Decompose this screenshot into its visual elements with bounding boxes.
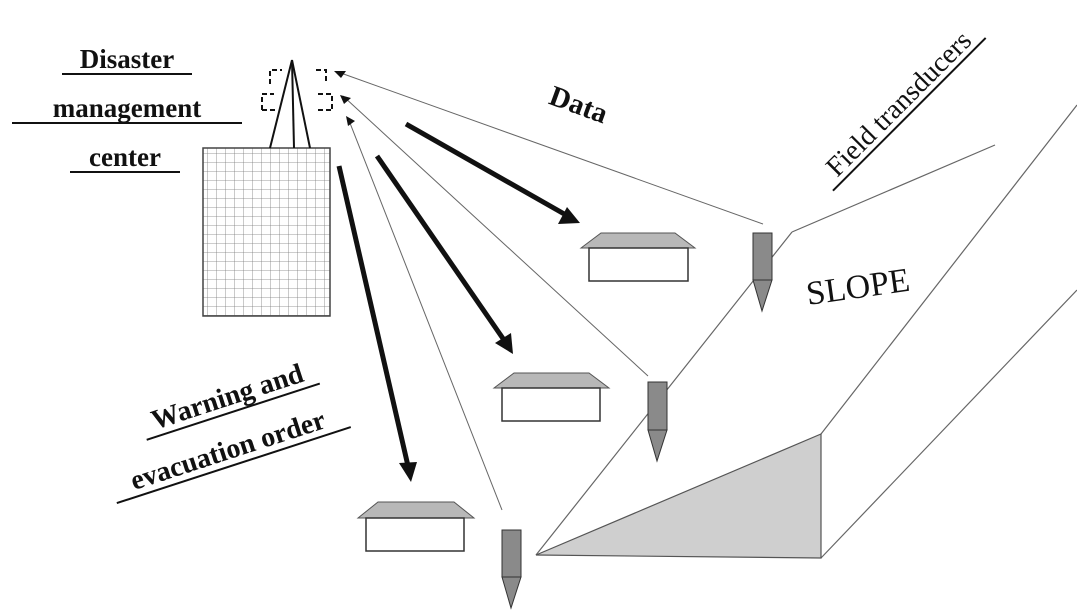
slope-crest [791, 144, 996, 233]
warning-arrow-icon [336, 165, 411, 467]
data-line [337, 71, 764, 225]
transducer [647, 381, 668, 463]
transducer-tip [752, 279, 773, 313]
slope-face [535, 433, 822, 559]
center-label-line-1: Disaster [80, 44, 174, 74]
transducer [501, 529, 522, 610]
underline [832, 37, 987, 192]
slope-edge [820, 104, 1077, 435]
house-body [501, 387, 601, 422]
underline [146, 382, 321, 441]
warning-arrowheads [399, 207, 580, 482]
house-body [365, 517, 465, 552]
center-label-line-2: management [53, 93, 201, 123]
slope-edge [820, 289, 1077, 559]
warning-arrow-icon [374, 154, 507, 342]
house [492, 372, 611, 422]
data-line [342, 95, 649, 377]
house-icon [579, 232, 697, 249]
warning-label: Warning and evacuation order [116, 358, 352, 505]
data-lines [337, 71, 764, 511]
field-transducers-label: Field transducers [820, 25, 987, 192]
grid-building-icon [202, 147, 331, 317]
data-label: Data [545, 80, 612, 131]
house [356, 501, 476, 552]
center-label: Disaster management center [12, 44, 242, 173]
center-label-line-3: center [89, 142, 161, 172]
house-icon [492, 372, 611, 389]
data-line [347, 117, 503, 511]
transducer-tip [647, 429, 668, 463]
disaster-management-center [202, 59, 333, 317]
transducer-probe-icon [752, 232, 773, 281]
transducer [752, 232, 773, 313]
field-transducers-text: Field transducers [820, 25, 978, 183]
data-line-arrowheads [334, 71, 355, 126]
transducer-tip [501, 576, 522, 610]
warning-arrows [336, 121, 568, 467]
underline [116, 426, 352, 505]
house-icon [356, 501, 476, 519]
transducer-probe-icon [501, 529, 522, 578]
slope-label: SLOPE [804, 262, 912, 313]
house [579, 232, 697, 282]
transducer-probe-icon [647, 381, 668, 431]
antenna-tower-icon [261, 59, 333, 149]
house-body [588, 247, 689, 282]
warning-arrow-icon [404, 121, 568, 218]
slope [535, 104, 1077, 559]
